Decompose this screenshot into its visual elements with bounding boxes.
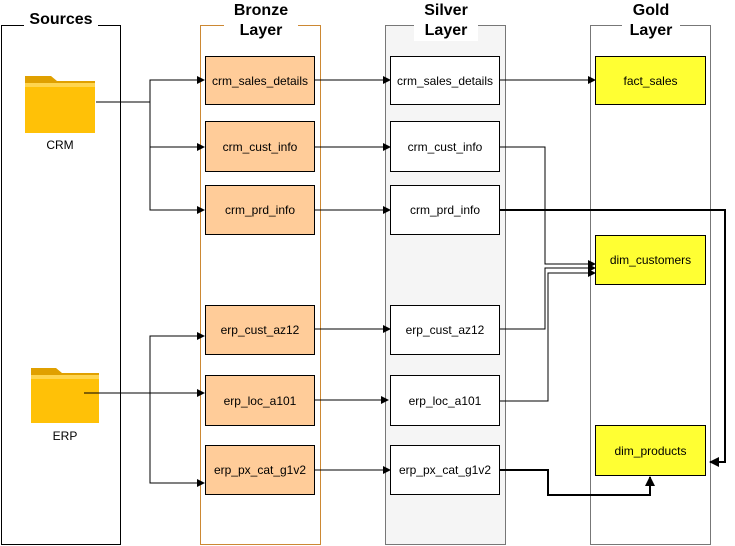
wire-s2g-prd (500, 209, 726, 467)
bronze-node-crm-prd-info: crm_prd_info (205, 185, 315, 235)
silver-node-erp-cust-az12: erp_cust_az12 (390, 305, 500, 355)
gold-layer-title: Gold Layer (622, 1, 680, 41)
silver-layer-title: Silver Layer (414, 1, 478, 41)
erp-folder-icon (31, 368, 99, 423)
sources-title: Sources (24, 10, 98, 30)
erp-label: ERP (52, 429, 78, 443)
bronze-node-crm-sales-details: crm_sales_details (205, 56, 315, 105)
bronze-node-erp-px-cat-g1v2: erp_px_cat_g1v2 (205, 445, 315, 495)
wire-s2g-cust (500, 146, 596, 268)
gold-title-line1: Gold (632, 2, 670, 19)
bronze-layer-title: Bronze Layer (224, 1, 298, 41)
wire-s2g-loc (500, 269, 596, 402)
silver-node-crm-sales-details: crm_sales_details (390, 56, 500, 105)
silver-title-line2: Layer (424, 22, 468, 39)
crm-label: CRM (46, 138, 74, 152)
wire-erp-to-cat (149, 393, 205, 487)
bronze-node-crm-cust-info: crm_cust_info (205, 121, 315, 172)
silver-node-crm-cust-info: crm_cust_info (390, 121, 500, 172)
gold-node-fact-sales: fact_sales (595, 56, 706, 105)
wire-crm-to-cust (149, 102, 205, 151)
bronze-node-erp-loc-a101: erp_loc_a101 (205, 375, 315, 426)
silver-node-crm-prd-info: crm_prd_info (390, 185, 500, 235)
wire-erp-to-cust (149, 332, 205, 393)
crm-folder-icon (25, 76, 95, 133)
bronze-title-line2: Layer (239, 22, 283, 39)
gold-node-dim-products: dim_products (595, 425, 706, 476)
silver-title-line1: Silver (424, 2, 468, 19)
wire-s2g-cat (500, 469, 655, 496)
wire-crm-to-prd (149, 147, 205, 214)
silver-node-erp-px-cat-g1v2: erp_px_cat_g1v2 (390, 445, 500, 495)
gold-title-line2: Layer (629, 22, 673, 39)
silver-node-erp-loc-a101: erp_loc_a101 (390, 375, 500, 426)
wire-crm-to-sales (149, 76, 205, 102)
wire-s2g-erpcust (500, 264, 596, 330)
gold-node-dim-customers: dim_customers (595, 235, 706, 285)
bronze-title-line1: Bronze (233, 2, 289, 19)
bronze-node-erp-cust-az12: erp_cust_az12 (205, 305, 315, 355)
